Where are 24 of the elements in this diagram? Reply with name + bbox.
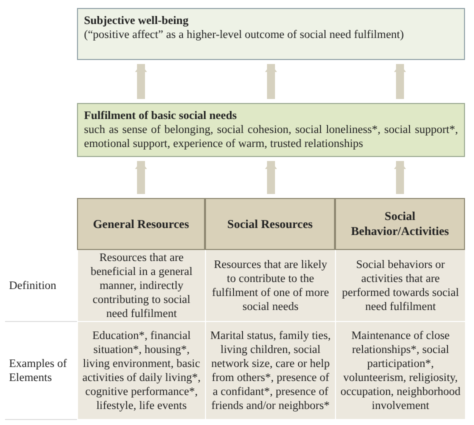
arrow <box>265 161 277 194</box>
examples-text: Marital status, family ties, living children, social network size, care or help from others*, presence of a confidant*, presence of friends and/or neighbors* <box>205 322 335 420</box>
box-heading: Fulfilment of basic social needs <box>84 109 238 123</box>
column-header <box>205 198 335 250</box>
column-header <box>77 198 205 250</box>
box-heading: Subjective well-being <box>84 14 190 28</box>
arrow <box>135 64 147 99</box>
examples-text: Maintenance of close relationships*, social participation*, volunteerism, religiosity, occupation, neighborhood involvement <box>335 322 465 420</box>
arrow <box>394 161 406 194</box>
box-description: (“positive affect” as a higher-level outcome of social need fulfilment) <box>84 28 405 42</box>
column-title: Social Behavior/Activities <box>350 209 450 239</box>
examples-text: Education*, financial situation*, housing*, living environment, basic activities of daily living*, cognitive performance*, lifestyle, life events <box>77 322 205 420</box>
column-header <box>335 198 465 250</box>
arrow <box>265 64 277 99</box>
column-title: Social Resources <box>227 216 313 232</box>
definition-text: Social behaviors or activities that are performed towards social need fulfilment <box>335 250 465 322</box>
outcome-box <box>77 8 465 60</box>
column-title: General Resources <box>92 216 190 232</box>
box-description: such as sense of belonging, social cohesion, social loneliness*, social support*, emotional support, experience of warm, trusted relationships <box>84 123 458 151</box>
definition-text: Resources that are likely to contribute to the fulfilment of one of more social needs <box>205 250 335 322</box>
arrow <box>135 161 147 194</box>
arrow <box>394 64 406 99</box>
needs-box <box>77 103 465 157</box>
definition-text: Resources that are beneficial in a general manner, indirectly contributing to social need fulfilment <box>77 250 205 322</box>
